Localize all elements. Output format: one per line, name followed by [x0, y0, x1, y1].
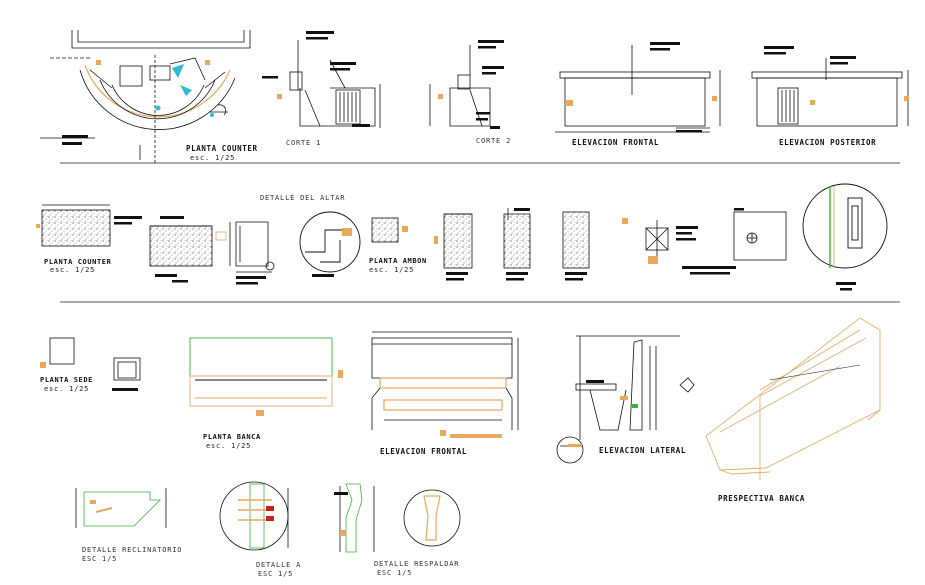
- altar-box-drawing: [149, 216, 227, 283]
- elevacion-frontal-top-callouts: [565, 42, 717, 133]
- planta-counter-mid-drawing: [36, 204, 142, 247]
- planta-counter-accents: [62, 60, 214, 145]
- label-planta-sede: PLANTA SEDE: [40, 376, 93, 384]
- corte1-drawing: [289, 40, 381, 128]
- square-plan-detail-drawing: [733, 208, 787, 261]
- corte2-callouts: [438, 40, 504, 129]
- label-detalle-a: DETALLE A: [256, 561, 302, 569]
- elevacion-posterior-callouts: [764, 46, 909, 105]
- junction-detail-drawing: [622, 218, 736, 275]
- altar-circle-detail-drawing: [299, 211, 361, 277]
- label-corte1: CORTE 1: [286, 139, 322, 147]
- scale-detalle-reclinatorio: ESC 1/5: [82, 555, 118, 563]
- label-planta-counter-top: PLANTA COUNTER: [186, 144, 258, 153]
- planta-sede-drawing: [40, 337, 141, 391]
- large-circle-detail-drawing: [802, 183, 888, 291]
- planta-ambon-drawing: [371, 217, 408, 243]
- scale-planta-ambon: esc. 1/25: [369, 266, 415, 274]
- label-planta-ambon: PLANTA AMBON: [369, 257, 427, 265]
- elevacion-frontal-top-drawing: [555, 45, 721, 133]
- scale-planta-sede: esc. 1/25: [44, 385, 90, 393]
- corte1-callouts: [262, 31, 370, 127]
- label-planta-counter-mid: PLANTA COUNTER: [44, 258, 112, 266]
- planta-banca-drawing: [189, 337, 343, 416]
- scale-detalle-a: ESC 1/5: [258, 570, 294, 578]
- perspectiva-banca-drawing: [705, 317, 881, 480]
- label-elevacion-frontal-bottom: ELEVACION FRONTAL: [380, 447, 467, 456]
- scale-planta-counter-mid: esc. 1/25: [50, 266, 96, 274]
- elevacion-posterior-drawing: [751, 58, 909, 127]
- detalle-respaldar-drawing: [334, 483, 461, 553]
- ambon-elevations-drawing: [434, 208, 590, 281]
- planta-counter-plan-drawing: [40, 30, 251, 165]
- label-detalle-altar: DETALLE DEL ALTAR: [260, 194, 346, 202]
- label-corte2: CORTE 2: [476, 137, 512, 145]
- label-elevacion-lateral: ELEVACION LATERAL: [599, 446, 686, 455]
- label-elevacion-posterior: ELEVACION POSTERIOR: [779, 138, 877, 147]
- label-detalle-reclinatorio: DETALLE RECLINATORIO: [82, 546, 183, 554]
- detalle-a-drawing: [219, 481, 289, 551]
- label-detalle-respaldar: DETALLE RESPALDAR: [374, 560, 460, 568]
- altar-side-detail-drawing: [229, 221, 275, 285]
- label-planta-banca: PLANTA BANCA: [203, 433, 261, 441]
- elevacion-lateral-drawing: [556, 335, 695, 464]
- scale-detalle-respaldar: ESC 1/5: [377, 569, 413, 577]
- elevacion-frontal-bench-drawing: [371, 331, 519, 438]
- scale-planta-counter-top: esc. 1/25: [190, 154, 236, 162]
- detalle-reclinatorio-drawing: [75, 488, 167, 528]
- label-elevacion-frontal-top: ELEVACION FRONTAL: [572, 138, 659, 147]
- label-perspectiva-banca: PRESPECTIVA BANCA: [718, 494, 805, 503]
- scale-planta-banca: esc. 1/25: [206, 442, 252, 450]
